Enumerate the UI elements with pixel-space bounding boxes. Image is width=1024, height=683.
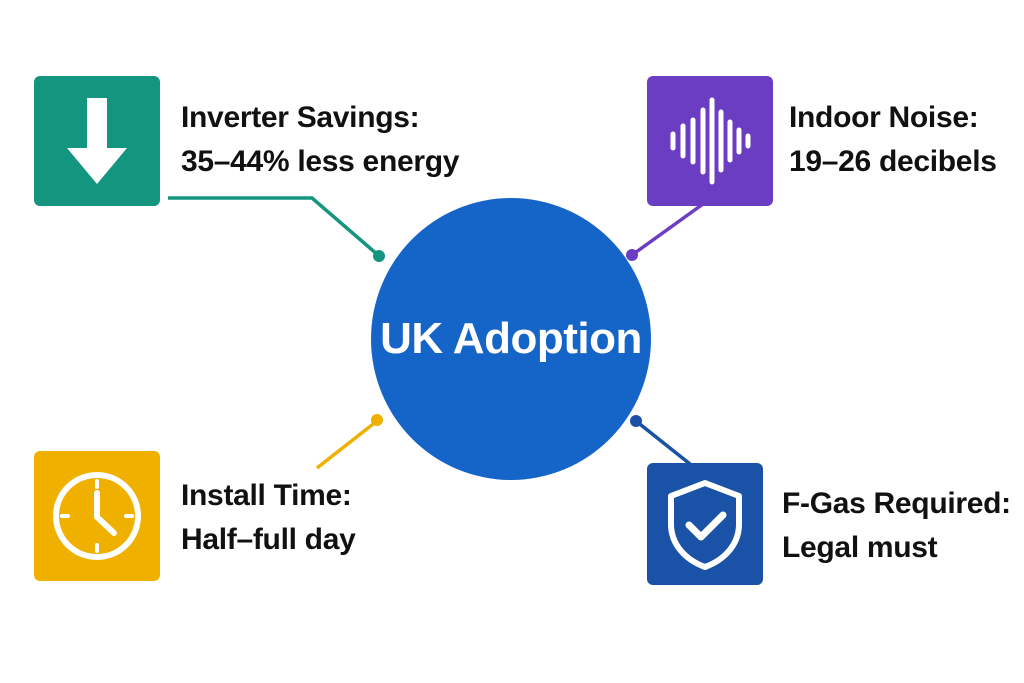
noise-label: Indoor Noise: 19–26 decibels: [789, 96, 997, 184]
shield-check-icon: [668, 480, 742, 570]
arrow-down-icon: [67, 98, 127, 184]
noise-value: 19–26 decibels: [789, 145, 997, 178]
install-value: Half–full day: [181, 523, 356, 556]
inverter-label: Inverter Savings: 35–44% less energy: [181, 96, 459, 184]
connector-noise-dot: [626, 249, 638, 261]
hub-title: UK Adoption: [380, 314, 642, 363]
clock-icon: [53, 472, 141, 560]
fgas-title: F-Gas Required:: [782, 487, 1011, 520]
connector-fgas: [630, 415, 692, 466]
connector-inverter-dot: [373, 250, 385, 262]
install-label: Install Time: Half–full day: [181, 474, 356, 562]
connector-install: [315, 414, 383, 470]
hub-circle: UK Adoption: [371, 198, 651, 480]
noise-title: Indoor Noise:: [789, 101, 979, 134]
connector-noise-line: [630, 202, 705, 257]
noise-tile: [647, 76, 773, 206]
connector-fgas-dot: [630, 415, 642, 427]
inverter-title: Inverter Savings:: [181, 101, 420, 134]
connector-fgas-line: [634, 419, 692, 466]
connector-install-dot: [371, 414, 383, 426]
fgas-tile: [647, 463, 763, 585]
inverter-value: 35–44% less energy: [181, 145, 460, 178]
install-tile: [34, 451, 160, 581]
fgas-value: Legal must: [782, 531, 938, 564]
fgas-label: F-Gas Required: Legal must: [782, 482, 1011, 570]
sound-wave-icon: [670, 97, 750, 185]
connector-inverter: [168, 196, 385, 262]
connector-noise: [626, 202, 705, 261]
connector-install-line: [315, 419, 379, 470]
connector-inverter-line: [168, 196, 380, 257]
install-title: Install Time:: [181, 479, 352, 512]
inverter-tile: [34, 76, 160, 206]
